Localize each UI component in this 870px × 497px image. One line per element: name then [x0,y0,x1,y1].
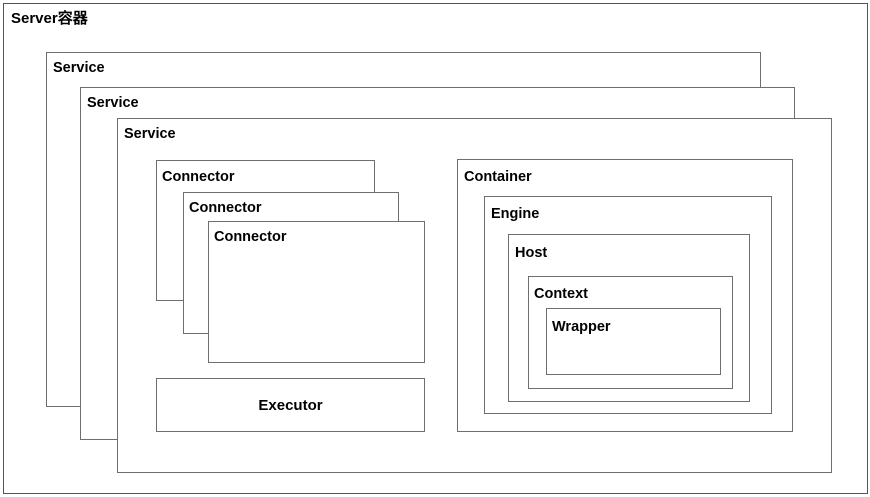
service-label-3: Service [124,126,176,142]
wrapper-box [546,308,721,375]
engine-label: Engine [491,206,540,222]
connector-label-2: Connector [189,200,262,216]
executor-label: Executor [258,397,323,414]
container-label: Container [464,169,532,185]
host-label: Host [515,245,548,261]
connector-label-3: Connector [214,229,287,245]
server-container-label: Server容器 [11,10,88,27]
wrapper-label: Wrapper [552,319,611,335]
service-label-1: Service [53,60,105,76]
connector-box-3 [208,221,425,363]
service-label-2: Service [87,95,139,111]
executor-box [156,378,425,432]
context-label: Context [534,286,588,302]
connector-label-1: Connector [162,169,235,185]
